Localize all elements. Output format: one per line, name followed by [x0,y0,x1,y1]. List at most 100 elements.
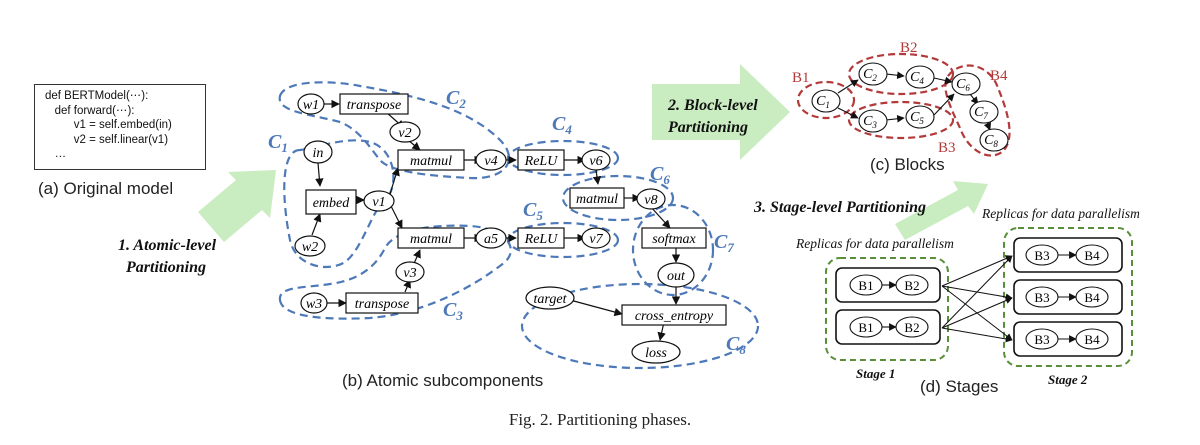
node-cross-entropy-label: cross_entropy [635,309,714,324]
cluster-c8 [520,282,760,370]
node-relu-2-label: ReLU [524,232,559,247]
stage1-outline [825,257,949,361]
node-target-label: target [534,292,568,307]
node-out [657,262,695,288]
node-softmax [641,227,707,249]
node-v6 [581,149,611,171]
replica-block-label: B3 [1034,248,1049,263]
code-line: def forward(⋯): [45,104,135,117]
cluster-labels: C1 C2 C3 C4 C5 C6 C7 C8 [268,87,746,357]
node-v8 [636,188,666,210]
block-node-c6 [951,72,981,96]
phase2-subtitle: Partitioning [667,119,748,136]
cluster-c6 [561,174,675,222]
cluster-label-c8: C8 [726,333,746,357]
stage1-replica-1: B1 B2 [835,267,941,303]
cluster-c1 [283,139,395,269]
cluster-c5 [506,221,620,259]
block-node-c8 [979,128,1009,152]
block-b3-outline [847,100,955,140]
cluster-label-c2: C2 [446,87,466,111]
node-loss [631,340,681,364]
cluster-label-c4: C4 [552,113,572,137]
block-node-c5-label: C5 [910,110,924,126]
node-v7 [581,227,611,249]
block-node-c3 [858,109,888,133]
node-loss-label: loss [645,346,667,361]
block-label-b4: B4 [990,68,1008,84]
stage2-replica-2: B3 B4 [1013,279,1123,315]
block-b2-outline [847,52,955,96]
node-w2-label: w2 [302,240,318,255]
cluster-c4 [506,139,620,177]
label-a: (a) Original model [38,179,173,198]
node-embed [305,189,357,215]
replicas-label-stage1: Replicas for data parallelism [795,236,954,251]
block-node-c4 [905,65,935,89]
phase1-title: 1. Atomic-level [118,237,217,254]
node-softmax-label: softmax [652,232,696,247]
stage1-replica-2: B1 B2 [835,309,941,345]
node-relu-2 [517,227,565,249]
replica-block-label: B2 [904,278,919,293]
phase-arrow-3 [895,181,988,240]
phase2-title: 2. Block-level [667,97,758,114]
node-w3 [300,292,328,314]
replica-block-label: B1 [858,320,873,335]
node-w1 [297,93,325,115]
node-w1-label: w1 [303,98,319,113]
node-cross-entropy [621,304,727,326]
label-d: (d) Stages [920,377,998,396]
code-box: def BERTModel(⋯): def forward(⋯): v1 = s… [34,84,206,170]
node-matmul-3-label: matmul [410,232,452,247]
block-label-b1: B1 [792,70,810,86]
cluster-label-c5: C5 [523,199,543,223]
cluster-c2 [278,81,511,180]
code-line: v2 = self.linear(v1) [45,133,169,146]
phase3-title: 3. Stage-level Partitioning [753,199,926,216]
node-v3-label: v3 [403,266,416,281]
node-v1-label: v1 [372,195,385,210]
block-node-c1 [811,89,841,113]
replica-block-label: B3 [1034,332,1049,347]
block-node-c6-label: C6 [956,77,970,93]
node-v6-label: v6 [589,154,602,169]
replicas-label-stage2: Replicas for data parallelism [981,206,1140,221]
node-matmul-3 [397,227,465,249]
figure-caption: Fig. 2. Partitioning phases. [508,410,692,429]
node-v8-label: v8 [644,193,657,208]
replica-block-label: B2 [904,320,919,335]
block-b4-outline [944,64,1011,157]
block-node-c1-label: C1 [816,94,830,110]
node-transpose-1 [339,93,409,115]
node-v3 [395,261,425,283]
code-line: v1 = self.embed(in) [45,119,172,131]
block-nodes: C1 C2 C4 C3 C5 C6 C7 C8 [811,62,1009,152]
node-v4-label: v4 [484,154,497,169]
code-line: def BERTModel(⋯): [45,90,149,102]
node-relu-1 [517,149,565,171]
node-out-label: out [667,269,686,284]
code-line: … [45,148,67,160]
phase-arrow-2 [652,64,790,160]
cluster-c7 [631,203,715,297]
stage2-replica-3: B3 B4 [1013,321,1123,357]
cluster-label-c7: C7 [714,231,734,255]
phase-arrow-1 [198,170,276,242]
node-embed-label: embed [313,196,351,211]
stage-edges [941,255,1013,343]
node-in [303,140,333,164]
block-b1-outline [796,80,856,120]
cluster-label-c1: C1 [268,131,288,155]
node-transpose-2-label: transpose [355,297,409,312]
label-b: (b) Atomic subcomponents [342,371,543,390]
node-w3-label: w3 [306,297,322,312]
block-node-c2-label: C2 [863,67,877,83]
node-matmul-1-label: matmul [410,154,452,169]
node-w2 [294,235,326,257]
replica-block-label: B4 [1084,248,1100,263]
block-node-c2 [858,62,888,86]
node-target [525,286,575,310]
